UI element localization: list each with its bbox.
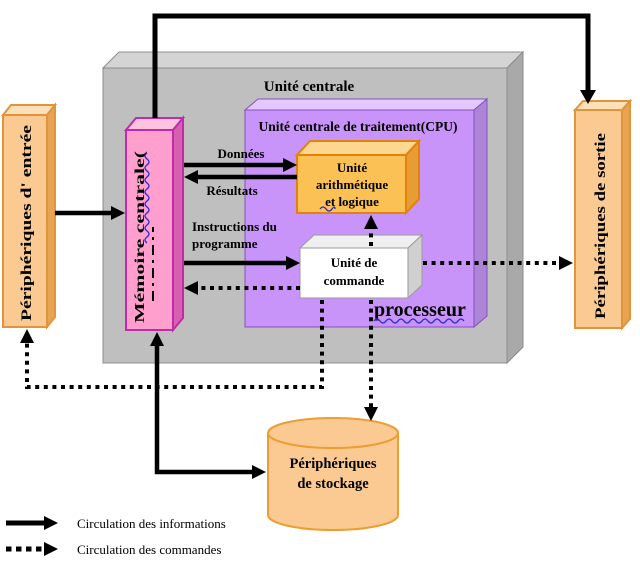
- memoire-front-face: [125, 129, 174, 331]
- arrow-donnees-memory-to-alu: [184, 158, 297, 172]
- instructions-label-line2: programme: [192, 236, 258, 251]
- dashed-arrow-commande-to-alu: [364, 215, 378, 246]
- alu-top-face: [294, 140, 422, 156]
- memoire-spellcheck-squiggle: [144, 152, 150, 244]
- output-periph-side-face: [621, 98, 631, 331]
- storage-cylinder-top: [267, 417, 399, 449]
- dashed-arrow-commande-to-storage: [364, 300, 378, 421]
- memoire-centrale-box: Mémoire centrale(: [123, 115, 186, 333]
- input-periph-front-face: [2, 114, 48, 328]
- legend-commandes-label: Circulation des commandes: [77, 542, 221, 557]
- alu-label-line1: Unité: [337, 160, 368, 175]
- commande-label-line1: Unité de: [331, 255, 378, 270]
- cpu-top-face: [243, 98, 489, 111]
- commande-box: Unité de commande: [298, 233, 424, 300]
- storage-label-line1: Périphériques: [290, 456, 377, 472]
- storage-cylinder-body: [267, 433, 399, 531]
- alu-label-line2: arithmétique: [316, 177, 388, 192]
- memoire-side-face: [172, 115, 184, 333]
- input-periph-side-face: [46, 102, 56, 330]
- output-periph-label: Périphériques de sortie: [593, 133, 609, 319]
- arrow-input-to-memory: [55, 206, 125, 220]
- input-peripherals-box: Périphériques d' entrée: [0, 102, 58, 330]
- input-periph-label: Périphériques d' entrée: [19, 125, 35, 321]
- alu-label-line3: et logique: [325, 194, 379, 209]
- unite-centrale-side-face: [506, 50, 524, 365]
- output-periph-top-face: [572, 100, 633, 111]
- alu-side-face: [405, 138, 420, 216]
- unite-centrale-top-face: [101, 51, 525, 69]
- alu-front-face: [296, 154, 407, 214]
- alu-box: Unité arithmétique et logique: [294, 138, 422, 216]
- legend-informations-label: Circulation des informations: [77, 516, 226, 531]
- output-periph-front-face: [574, 109, 623, 329]
- processeur-label: processeur: [374, 299, 466, 321]
- dashed-arrow-commande-to-input: [20, 300, 324, 389]
- cpu-box: Unité centrale de traitement(CPU) proces…: [243, 97, 489, 329]
- commande-top-face: [298, 234, 424, 249]
- cpu-title: Unité centrale de traitement(CPU): [258, 119, 457, 134]
- instructions-label-line1: Instructions du: [192, 219, 277, 234]
- legend-solid-arrow: [6, 516, 58, 530]
- dashed-arrow-commande-to-memory: [184, 281, 300, 295]
- processeur-spellcheck-squiggle: [373, 318, 465, 324]
- alu-et-spellcheck-squiggle: [319, 206, 336, 212]
- legend-dashed-arrow: [6, 542, 58, 556]
- storage-peripherals-cylinder: Périphériques de stockage: [267, 417, 399, 531]
- cpu-side-face: [473, 97, 488, 329]
- legend: Circulation des informations Circulation…: [6, 516, 226, 557]
- dashed-arrow-commande-to-output: [423, 256, 573, 270]
- arrow-instructions-memory-to-commande: [184, 256, 300, 270]
- output-peripherals-box: Périphériques de sortie: [572, 98, 633, 331]
- resultats-label: Résultats: [206, 183, 257, 198]
- commande-label-line2: commande: [324, 273, 385, 288]
- unite-centrale-title: Unité centrale: [264, 79, 355, 95]
- arrow-memory-to-output-top: [152, 13, 596, 118]
- storage-label-line2: de stockage: [297, 476, 369, 492]
- memoire-label: Mémoire centrale(: [132, 150, 147, 323]
- donnees-label: Données: [218, 146, 265, 161]
- commande-front-face: [299, 247, 409, 299]
- arrow-resultats-alu-to-memory: [184, 170, 297, 184]
